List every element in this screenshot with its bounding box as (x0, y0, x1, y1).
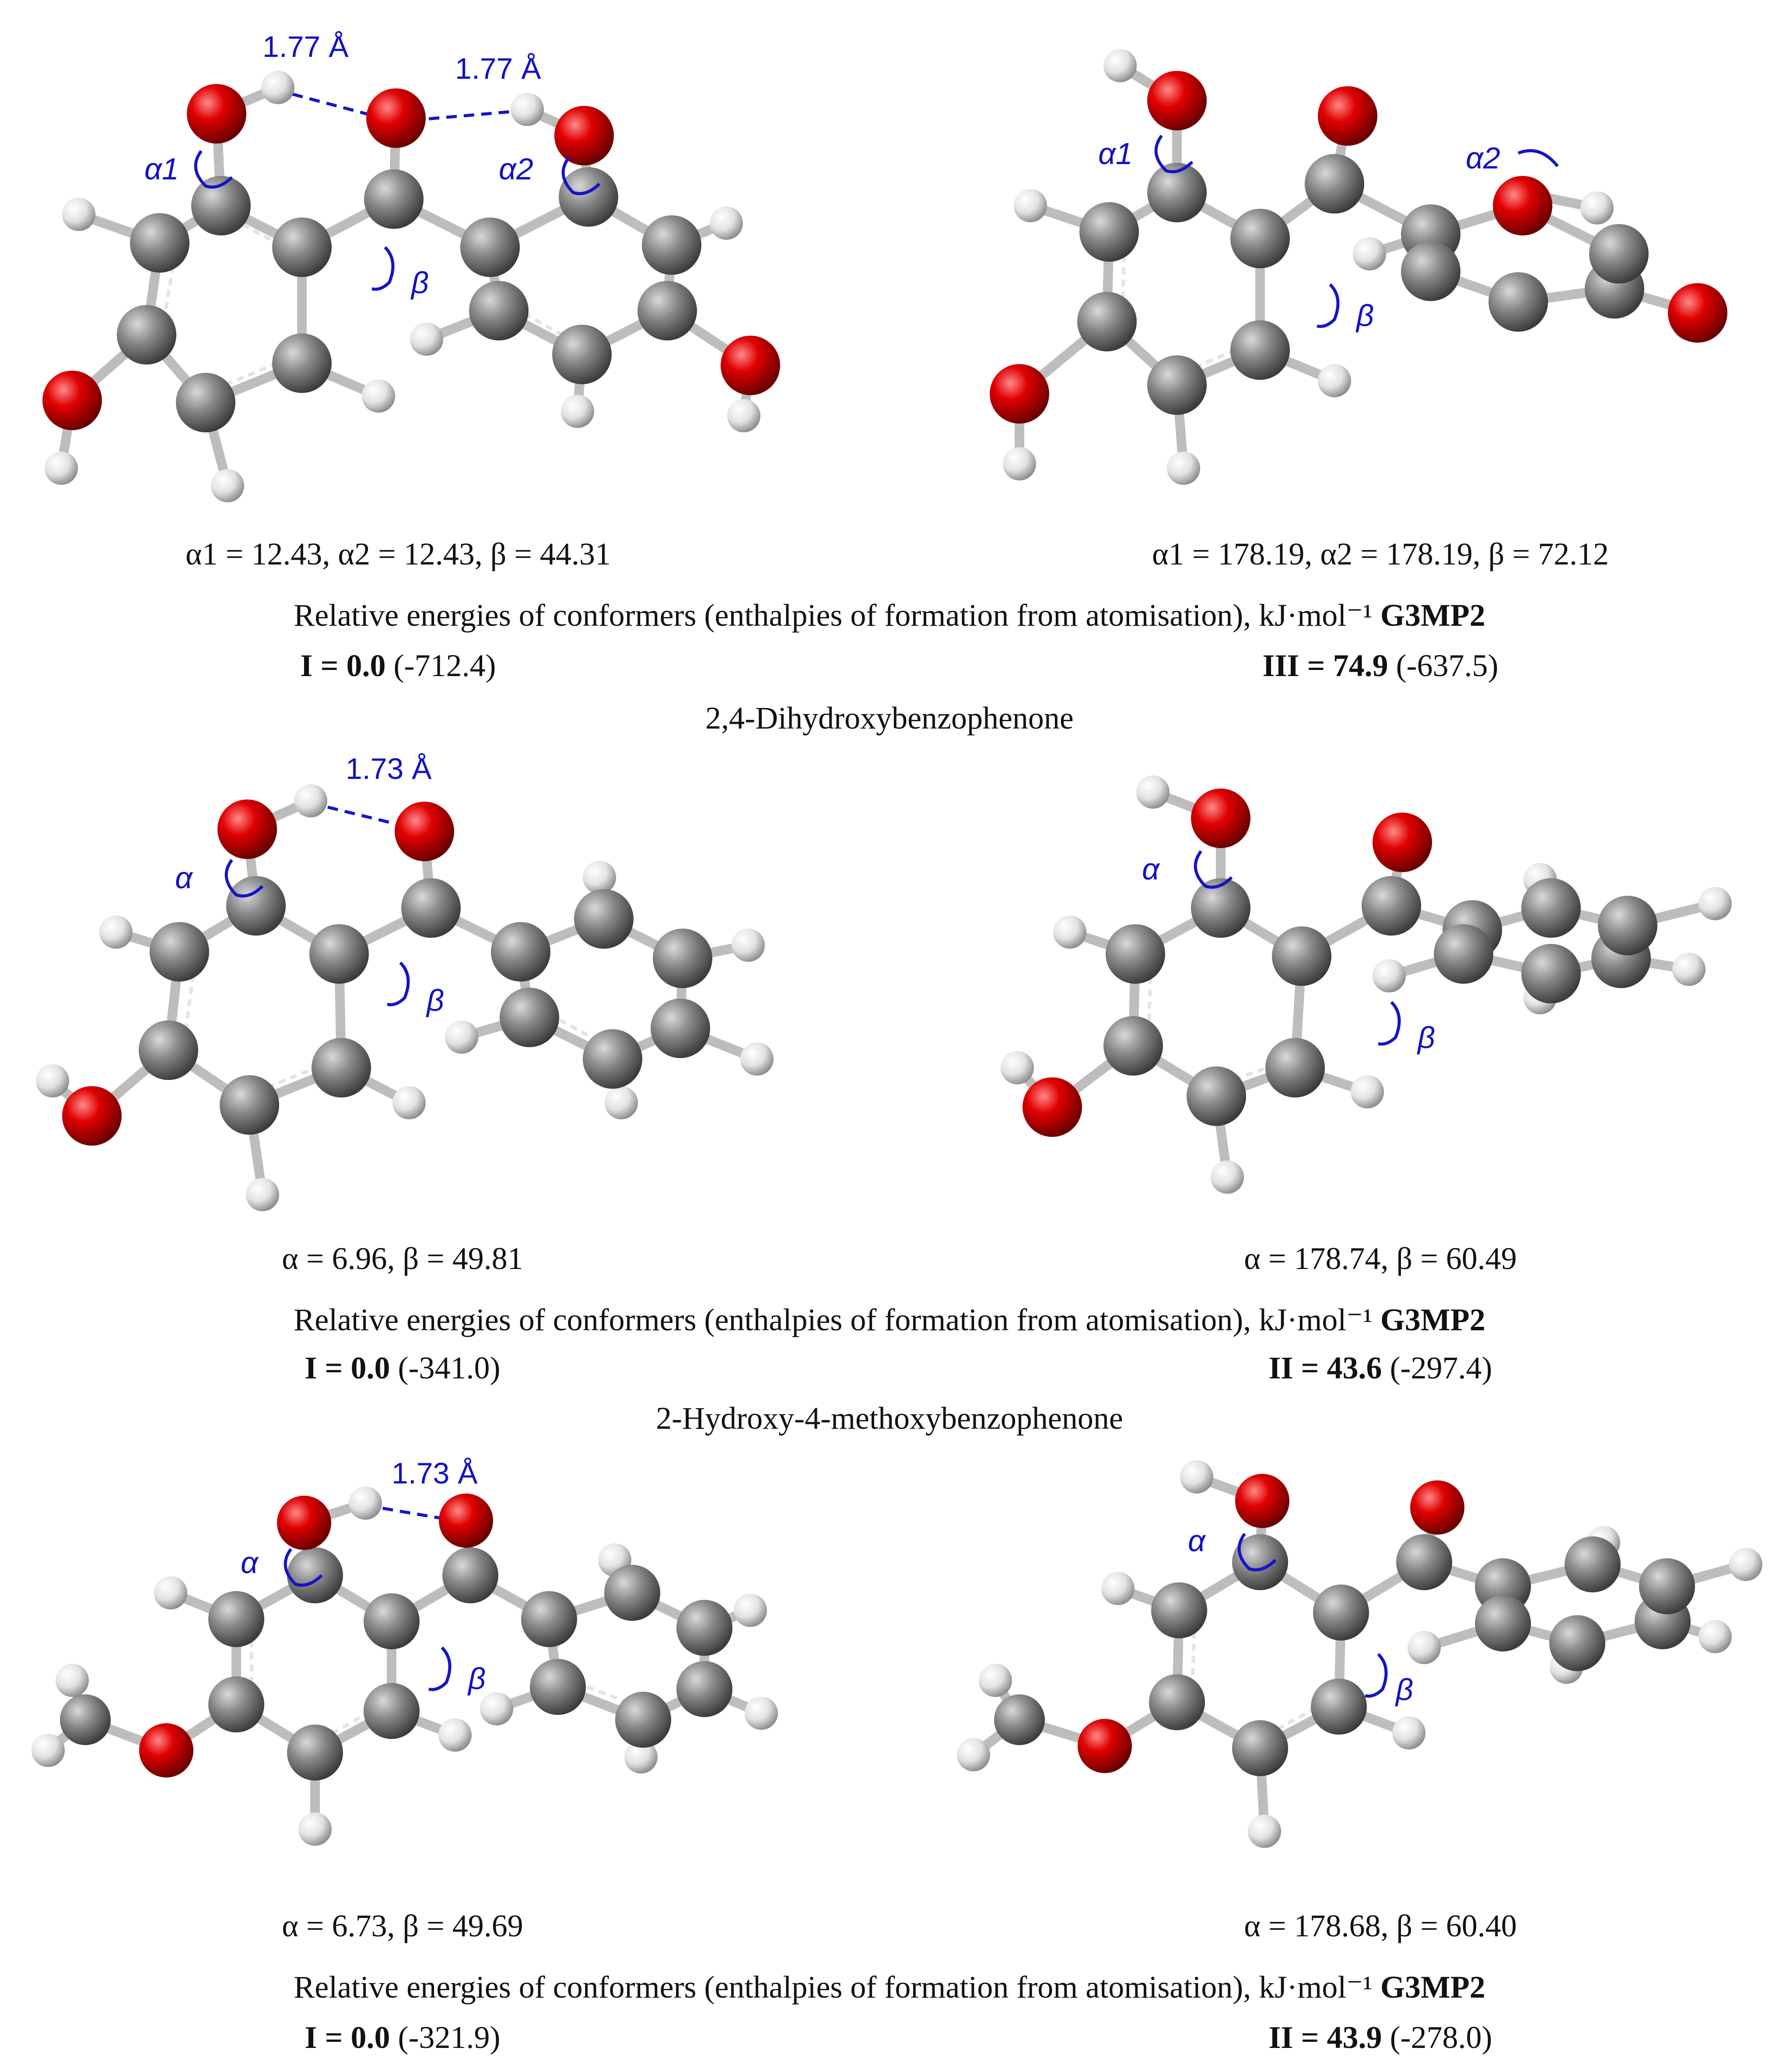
energy-value: II = 43.9 (1268, 2020, 1382, 2055)
rotation-arrow-beta-b3 (428, 1646, 452, 1691)
molecule-b1-right: α1 α2 β (990, 49, 1727, 485)
angle-mark-alpha2: α2 (499, 152, 533, 186)
energy-value: II = 43.6 (1268, 1350, 1382, 1385)
enthalpy-value: (-712.4) (386, 648, 496, 683)
rotation-arrow-alpha1 (194, 150, 233, 189)
rotation-arrow-alpha2-r (1517, 149, 1559, 168)
angles-b2-right: α = 178.74, β = 60.49 (1244, 1241, 1517, 1276)
atoms-b2-left (36, 784, 774, 1211)
energy-header-method: G3MP2 (1380, 1302, 1485, 1337)
angle-mark-beta: β (410, 266, 429, 300)
energy-label-b1-right: III = 74.9 (-637.5) (1262, 648, 1498, 683)
angles-b2-left: α = 6.96, β = 49.81 (282, 1241, 523, 1276)
energy-header-method: G3MP2 (1380, 598, 1485, 633)
energy-label-b3-left: I = 0.0 (-321.9) (305, 2020, 501, 2055)
angle-mark-alpha-b2: α (175, 861, 193, 895)
rotation-arrow-alpha1-r (1154, 134, 1194, 173)
atoms-b1-left (42, 71, 780, 502)
enthalpy-value: (-297.4) (1382, 1350, 1492, 1385)
energy-label-b2-left: I = 0.0 (-341.0) (305, 1350, 501, 1385)
rotation-arrow-beta-b3-r (1365, 1653, 1388, 1698)
enthalpy-value: (-341.0) (390, 1350, 501, 1385)
molecule-b3-left: 1.73 Å α β (32, 1457, 778, 1846)
hbond-label-b3: 1.73 Å (392, 1457, 478, 1490)
enthalpy-value: (-321.9) (390, 2020, 501, 2055)
angle-mark-beta-r: β (1355, 298, 1374, 333)
rotation-arrow-alpha-b2 (224, 859, 264, 898)
rotation-arrow-alpha-b3-r (1237, 1532, 1277, 1571)
atoms-b3-left (32, 1487, 778, 1846)
angles-b3-left: α = 6.73, β = 49.69 (282, 1908, 523, 1943)
rotation-arrow-beta-r (1317, 283, 1340, 328)
hbond-label-1: 1.77 Å (263, 30, 349, 63)
molecule-b2-right: α β (1001, 775, 1732, 1194)
hbond-label-2: 1.77 Å (455, 52, 541, 85)
energy-label-b1-left: I = 0.0 (-712.4) (301, 648, 496, 683)
rotation-arrow-beta (371, 246, 395, 291)
molecule-b1-left: 1.77 Å 1.77 Å α1 α2 β (42, 30, 780, 502)
rotation-arrow-alpha-b3 (284, 1548, 323, 1587)
rotation-arrow-beta-b2 (387, 961, 410, 1006)
enthalpy-value: (-278.0) (1382, 2020, 1492, 2055)
angle-mark-alpha2-r: α2 (1466, 141, 1500, 175)
energy-header-b3: Relative energies of conformers (enthalp… (294, 1970, 1485, 2005)
energy-label-b2-right: II = 43.6 (-297.4) (1268, 1350, 1492, 1385)
compound-name-b2: 2-Hydroxy-4-methoxybenzophenone (656, 1401, 1123, 1436)
energy-header-text: Relative energies of conformers (enthalp… (294, 598, 1380, 633)
energy-header-text: Relative energies of conformers (enthalp… (294, 1970, 1380, 2005)
energy-header-b2: Relative energies of conformers (enthalp… (294, 1302, 1485, 1337)
enthalpy-value: (-637.5) (1388, 648, 1499, 683)
angle-mark-alpha-b3-r: α (1188, 1524, 1206, 1558)
angles-b1-left: α1 = 12.43, α2 = 12.43, β = 44.31 (186, 536, 611, 571)
energy-header-b1: Relative energies of conformers (enthalp… (294, 598, 1485, 633)
atoms-b3-right (957, 1460, 1762, 1848)
rotation-arrow-alpha2 (561, 156, 601, 195)
rotation-arrow-alpha-b2-r (1194, 850, 1233, 889)
angle-mark-alpha1: α1 (144, 152, 179, 186)
angles-b3-right: α = 178.68, β = 60.40 (1244, 1908, 1517, 1943)
rotation-arrow-beta-b2-r (1378, 1001, 1401, 1046)
angle-mark-alpha-b2-r: α (1142, 852, 1160, 886)
energy-value: I = 0.0 (305, 1350, 390, 1385)
energy-value: I = 0.0 (301, 648, 386, 683)
energy-header-method: G3MP2 (1380, 1970, 1485, 2005)
angle-mark-alpha1-r: α1 (1098, 137, 1133, 171)
hbond-label-b2: 1.73 Å (346, 752, 432, 785)
atoms-b1-right (990, 49, 1727, 485)
compound-name-b1: 2,4-Dihydroxybenzophenone (705, 701, 1074, 736)
angle-mark-beta-b3-r: β (1395, 1672, 1413, 1707)
angles-b1-right: α1 = 178.19, α2 = 178.19, β = 72.12 (1152, 536, 1609, 571)
energy-label-b3-right: II = 43.9 (-278.0) (1268, 2020, 1492, 2055)
molecule-b3-right: α β (957, 1460, 1762, 1848)
angle-mark-beta-b3: β (467, 1662, 486, 1696)
energy-header-text: Relative energies of conformers (enthalp… (294, 1302, 1380, 1337)
energy-value: I = 0.0 (305, 2020, 390, 2055)
molecule-b2-left: 1.73 Å α β (36, 752, 774, 1211)
energy-value: III = 74.9 (1262, 648, 1388, 683)
atoms-b2-right (1001, 775, 1732, 1194)
angle-mark-alpha-b3: α (241, 1546, 259, 1580)
angle-mark-beta-b2-r: β (1417, 1020, 1435, 1055)
angle-mark-beta-b2: β (426, 983, 444, 1017)
